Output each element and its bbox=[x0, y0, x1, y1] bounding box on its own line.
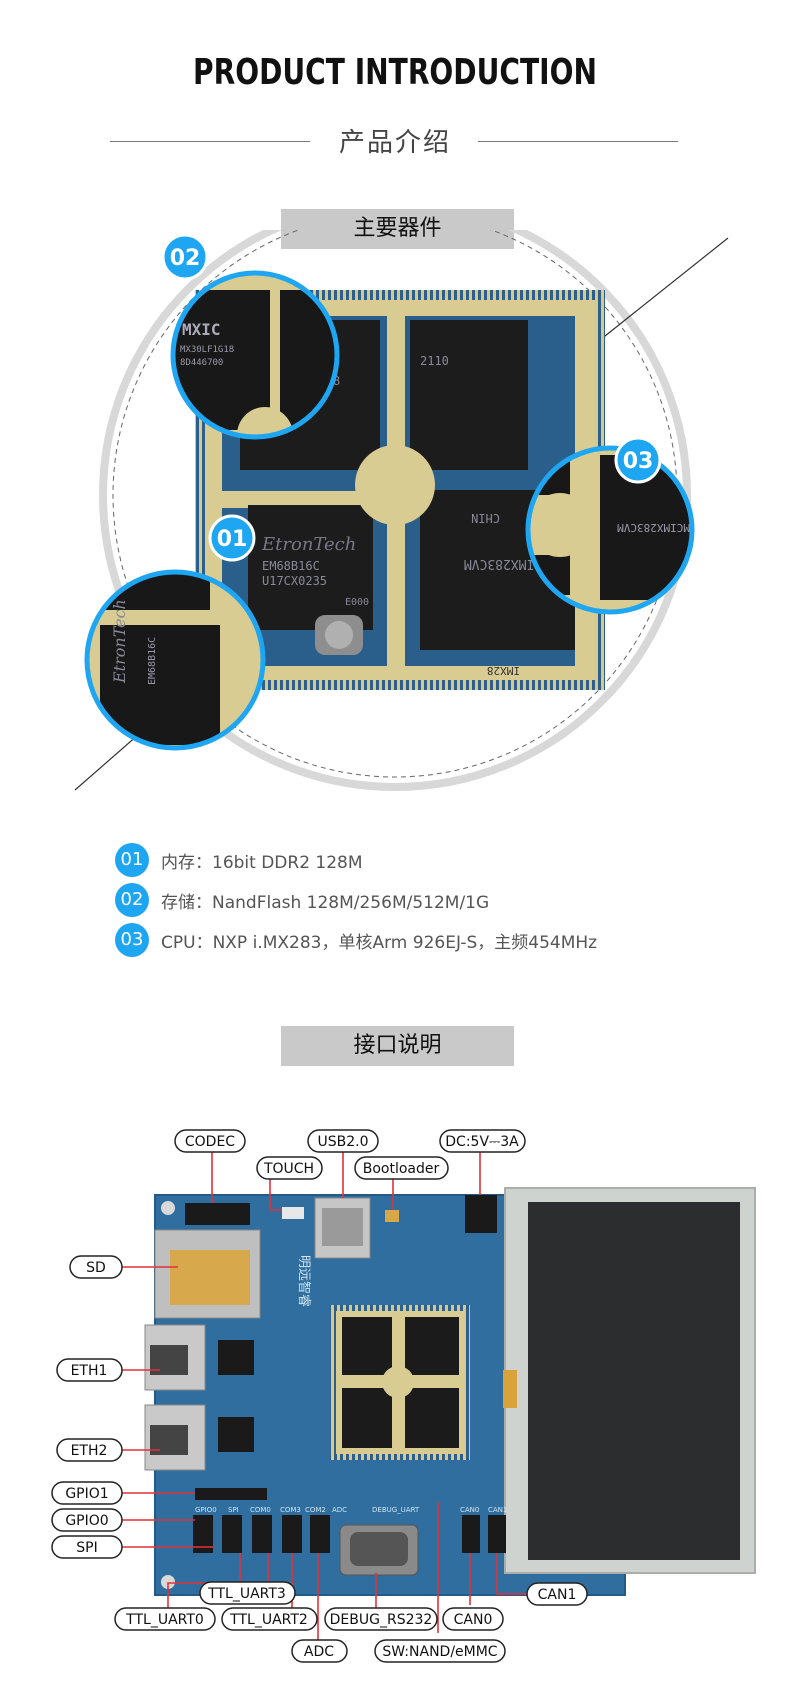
silk-debug: DEBUG_UART bbox=[372, 1506, 420, 1514]
label-can0: CAN0 bbox=[442, 1607, 504, 1631]
spec-list: 01 内存：16bit DDR2 128M 02 存储：NandFlash 12… bbox=[115, 840, 735, 960]
mag-cpu-part: MCIMX283CVM bbox=[617, 521, 690, 534]
page-title-cn: 产品介绍 bbox=[338, 128, 451, 158]
spec-text: 内存：16bit DDR2 128M bbox=[161, 852, 363, 873]
chip-ddr-part: EM68B16C bbox=[262, 559, 320, 573]
label-eth1: ETH1 bbox=[56, 1358, 123, 1382]
board-label: IMX28 bbox=[487, 664, 520, 677]
silk-com0: COM0 bbox=[250, 1506, 271, 1514]
svg-text:SPI: SPI bbox=[76, 1540, 97, 1556]
mag-ddr-brand: EtronTech bbox=[110, 599, 129, 684]
chip-cpu-brand: CHIN bbox=[471, 511, 500, 525]
spec-item: 01 内存：16bit DDR2 128M bbox=[115, 840, 735, 880]
svg-text:CAN1: CAN1 bbox=[538, 1587, 577, 1603]
title-divider-left bbox=[110, 141, 310, 142]
svg-text:DEBUG_RS232: DEBUG_RS232 bbox=[330, 1612, 433, 1628]
mag-nand-code: 8D446700 bbox=[180, 358, 223, 368]
svg-text:CAN0: CAN0 bbox=[454, 1612, 493, 1628]
svg-text:ETH1: ETH1 bbox=[71, 1363, 108, 1379]
chip-ddr-brand: EtronTech bbox=[261, 534, 356, 555]
spec-number-badge: 03 bbox=[115, 923, 149, 957]
label-ttl-uart3: TTL_UART3 bbox=[199, 1581, 296, 1605]
mag-nand-part: MX30LF1G18 bbox=[180, 345, 234, 355]
svg-text:ADC: ADC bbox=[304, 1644, 334, 1660]
silk-can1: CAN1 bbox=[488, 1506, 507, 1514]
core-board-hero: MXIC MX30LF1G18 8D446700 2110 EtronTech … bbox=[74, 230, 729, 791]
chip-ddr-code: U17CX0235 bbox=[262, 574, 327, 588]
magnifier-cpu: MCIMX283CVM bbox=[525, 445, 695, 615]
callout-02-label: 02 bbox=[170, 246, 201, 271]
chip-cpu-part: MCIMX283CVM bbox=[464, 556, 550, 571]
svg-text:USB2.0: USB2.0 bbox=[317, 1134, 368, 1150]
label-gpio1: GPIO1 bbox=[51, 1481, 123, 1505]
svg-text:DC:5V⎓3A: DC:5V⎓3A bbox=[445, 1134, 519, 1150]
label-ttl-uart0: TTL_UART0 bbox=[114, 1607, 216, 1631]
chip-ddr-code2: E000 bbox=[345, 597, 369, 608]
spec-text: 存储：NandFlash 128M/256M/512M/1G bbox=[161, 892, 490, 913]
label-ttl-uart2: TTL_UART2 bbox=[221, 1607, 318, 1631]
page-title-cn-row: 产品介绍 bbox=[0, 122, 790, 162]
svg-text:TTL_UART2: TTL_UART2 bbox=[229, 1612, 308, 1628]
svg-text:GPIO1: GPIO1 bbox=[65, 1486, 108, 1502]
chip-nand-code2: 2110 bbox=[420, 354, 449, 368]
callout-03: 03 bbox=[614, 436, 662, 484]
label-spi: SPI bbox=[51, 1535, 123, 1559]
label-debug-rs232: DEBUG_RS232 bbox=[324, 1607, 438, 1631]
svg-text:TTL_UART3: TTL_UART3 bbox=[207, 1586, 286, 1602]
spec-number-badge: 02 bbox=[115, 883, 149, 917]
spec-item: 02 存储：NandFlash 128M/256M/512M/1G bbox=[115, 880, 735, 920]
mag-ddr-part: EM68B16C bbox=[147, 637, 158, 685]
label-bootloader: Bootloader bbox=[354, 1156, 449, 1180]
silk-spi: SPI bbox=[228, 1506, 239, 1514]
page-title-en: PRODUCT INTRODUCTION bbox=[192, 52, 598, 93]
svg-text:TTL_UART0: TTL_UART0 bbox=[125, 1612, 204, 1628]
svg-text:GPIO0: GPIO0 bbox=[65, 1513, 108, 1529]
svg-text:ETH2: ETH2 bbox=[71, 1443, 108, 1459]
label-sd: SD bbox=[69, 1255, 123, 1279]
spec-number-badge: 01 bbox=[115, 843, 149, 877]
label-sw-nand-emmc: SW:NAND/eMMC bbox=[374, 1639, 506, 1663]
carrier-board-diagram: 明远智睿 GPIO0 SPI COM0 COM3 COM2 ADC DEBUG_… bbox=[51, 1129, 756, 1663]
silk-com2: COM2 bbox=[305, 1506, 326, 1514]
silk-can0: CAN0 bbox=[460, 1506, 479, 1514]
svg-text:TOUCH: TOUCH bbox=[263, 1161, 314, 1177]
spec-item: 03 CPU：NXP i.MX283，单核Arm 926EJ-S，主频454MH… bbox=[115, 920, 735, 960]
section-tab-components: 主要器件 bbox=[281, 209, 514, 249]
silk-com3: COM3 bbox=[280, 1506, 301, 1514]
label-can1: CAN1 bbox=[526, 1582, 588, 1606]
silk-adc: ADC bbox=[332, 1506, 347, 1514]
callout-01: 01 bbox=[208, 514, 256, 562]
silk-gpio0: GPIO0 bbox=[195, 1506, 217, 1514]
svg-text:SW:NAND/eMMC: SW:NAND/eMMC bbox=[382, 1644, 497, 1660]
label-adc: ADC bbox=[291, 1639, 348, 1663]
label-eth2: ETH2 bbox=[56, 1438, 123, 1462]
label-dc: DC:5V⎓3A bbox=[439, 1129, 526, 1153]
svg-text:CODEC: CODEC bbox=[185, 1134, 235, 1150]
silk-brand: 明远智睿 bbox=[296, 1255, 311, 1307]
callout-03-label: 03 bbox=[623, 449, 654, 474]
svg-text:Bootloader: Bootloader bbox=[363, 1161, 440, 1177]
magnifier-ddr: EtronTech EM68B16C bbox=[84, 569, 266, 751]
callout-01-label: 01 bbox=[217, 527, 248, 552]
section-tab-interfaces: 接口说明 bbox=[281, 1026, 514, 1066]
spec-text: CPU：NXP i.MX283，单核Arm 926EJ-S，主频454MHz bbox=[161, 932, 598, 953]
mag-nand-brand: MXIC bbox=[182, 320, 221, 339]
label-touch: TOUCH bbox=[256, 1156, 323, 1180]
callout-02: 02 bbox=[161, 233, 209, 281]
label-gpio0: GPIO0 bbox=[51, 1508, 123, 1532]
label-usb: USB2.0 bbox=[307, 1129, 379, 1153]
label-codec: CODEC bbox=[174, 1129, 246, 1153]
svg-text:SD: SD bbox=[86, 1260, 106, 1276]
title-divider-right bbox=[478, 141, 678, 142]
